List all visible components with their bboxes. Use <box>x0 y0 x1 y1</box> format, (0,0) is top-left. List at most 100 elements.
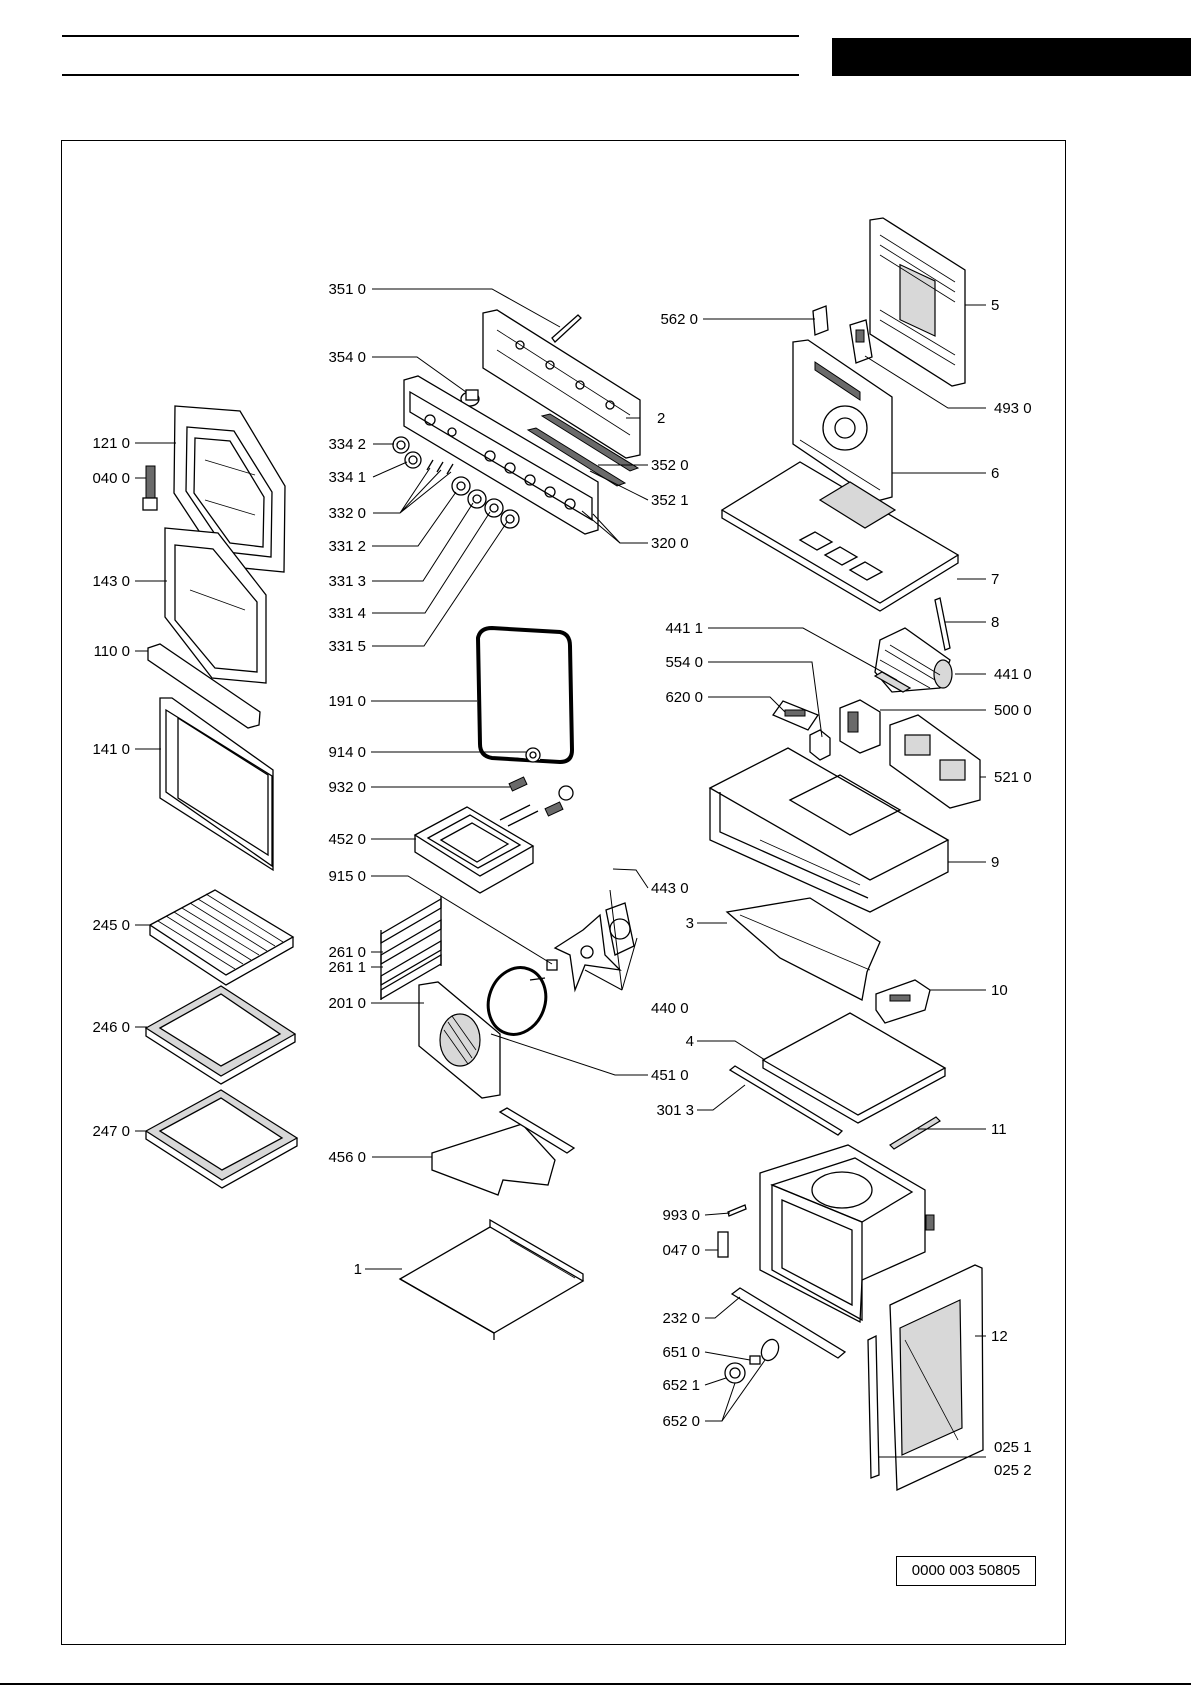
back-wall-part <box>792 339 893 502</box>
label-620-0: 620 0 <box>665 689 703 706</box>
label-993-0: 993 0 <box>662 1207 700 1224</box>
label-7: 7 <box>991 571 999 588</box>
floor-panel-part <box>761 1012 947 1124</box>
label-914-0: 914 0 <box>328 744 366 761</box>
label-652-0: 652 0 <box>662 1413 700 1430</box>
label-110-0: 110 0 <box>94 643 130 660</box>
lamp-assembly-part <box>724 1338 780 1384</box>
header-black-block <box>832 38 1191 76</box>
side-frame-part <box>889 1264 984 1492</box>
support-bracket-part <box>875 979 931 1024</box>
cavity-top-panel-part <box>725 897 881 1001</box>
baking-tray-part <box>144 985 297 1085</box>
label-246-0: 246 0 <box>92 1019 130 1036</box>
label-301-3: 301 3 <box>656 1102 694 1119</box>
label-554-0: 554 0 <box>665 654 703 671</box>
label-352-1: 352 1 <box>651 492 689 509</box>
convection-fan-part <box>553 902 635 993</box>
front-strip-part <box>730 1287 847 1359</box>
hinge-part <box>142 465 158 511</box>
label-6: 6 <box>991 465 999 482</box>
label-334-2: 334 2 <box>328 436 366 453</box>
grill-element-part <box>413 804 539 894</box>
label-040-0: 040 0 <box>92 470 130 487</box>
rear-panel-part <box>869 217 966 387</box>
label-143-0: 143 0 <box>92 573 130 590</box>
clip-part <box>812 305 829 336</box>
label-331-2: 331 2 <box>328 538 366 555</box>
label-047-0: 047 0 <box>662 1242 700 1259</box>
label-320-0: 320 0 <box>651 535 689 552</box>
rear-cover-part <box>431 1107 576 1196</box>
label-331-4: 331 4 <box>328 605 366 622</box>
header-rule-top <box>62 35 799 37</box>
label-3: 3 <box>686 915 694 932</box>
label-191-0: 191 0 <box>328 693 366 710</box>
label-4: 4 <box>686 1033 694 1050</box>
door-inner-frame-part <box>173 405 286 573</box>
label-331-3: 331 3 <box>328 573 366 590</box>
deep-tray-part <box>144 1089 299 1189</box>
label-261-0: 261 0 <box>328 944 366 961</box>
label-352-0: 352 0 <box>651 457 689 474</box>
label-500-0: 500 0 <box>994 702 1032 719</box>
label-651-0: 651 0 <box>662 1344 700 1361</box>
label-141-0: 141 0 <box>92 741 130 758</box>
switch-block-part <box>839 699 881 754</box>
switch-shaft-part <box>551 314 582 343</box>
label-232-0: 232 0 <box>662 1310 700 1327</box>
label-8: 8 <box>991 614 999 631</box>
lamp-parts <box>508 747 574 817</box>
panel-strip-part <box>526 413 640 487</box>
label-9: 9 <box>991 854 999 871</box>
label-245-0: 245 0 <box>92 917 130 934</box>
door-strip-part <box>147 643 261 729</box>
label-441-1: 441 1 <box>665 620 703 637</box>
label-452-0: 452 0 <box>328 831 366 848</box>
diagram-frame <box>61 140 1066 1645</box>
knobs-334-part <box>392 436 422 469</box>
label-451-0: 451 0 <box>651 1067 689 1084</box>
door-seal-part <box>475 625 575 765</box>
inner-glass-part <box>164 527 267 684</box>
label-12: 12 <box>991 1328 1008 1345</box>
label-1: 1 <box>354 1261 362 1278</box>
top-cover-part <box>720 461 960 612</box>
control-bracket-part <box>482 309 641 459</box>
label-562-0: 562 0 <box>660 311 698 328</box>
outer-glass-part <box>159 697 274 872</box>
label-493-0: 493 0 <box>994 400 1032 417</box>
hinge-receiver-part <box>717 1231 729 1258</box>
leader-lines <box>135 288 986 1458</box>
side-rail-part <box>728 1065 844 1136</box>
label-440-0: 440 0 <box>651 1000 689 1017</box>
header-rule-bottom <box>62 74 799 76</box>
label-025-1: 025 1 <box>994 1439 1032 1456</box>
label-915-0: 915 0 <box>328 868 366 885</box>
indicator-lamps-part <box>426 459 454 475</box>
label-10: 10 <box>991 982 1008 999</box>
label-521-0: 521 0 <box>994 769 1032 786</box>
oven-cavity-part <box>759 1144 935 1324</box>
thermostat-part <box>849 319 873 364</box>
label-332-0: 332 0 <box>328 505 366 522</box>
relay-part <box>809 729 831 761</box>
label-932-0: 932 0 <box>328 779 366 796</box>
label-201-0: 201 0 <box>328 995 366 1012</box>
programmer-module-part <box>889 714 981 809</box>
selector-knob-part <box>460 389 480 407</box>
label-247-0: 247 0 <box>92 1123 130 1140</box>
footer-rule <box>0 1683 1191 1685</box>
label-331-5: 331 5 <box>328 638 366 655</box>
label-025-2: 025 2 <box>994 1462 1032 1479</box>
fan-cover-part <box>418 981 501 1099</box>
tangential-fan-part <box>874 627 953 693</box>
fan-strip-part <box>873 671 912 693</box>
label-443-0: 443 0 <box>651 880 689 897</box>
bracket-clip-part <box>934 597 951 651</box>
label-351-0: 351 0 <box>328 281 366 298</box>
label-354-0: 354 0 <box>328 349 366 366</box>
screw-part <box>727 1204 747 1217</box>
label-261-1: 261 1 <box>328 959 366 976</box>
